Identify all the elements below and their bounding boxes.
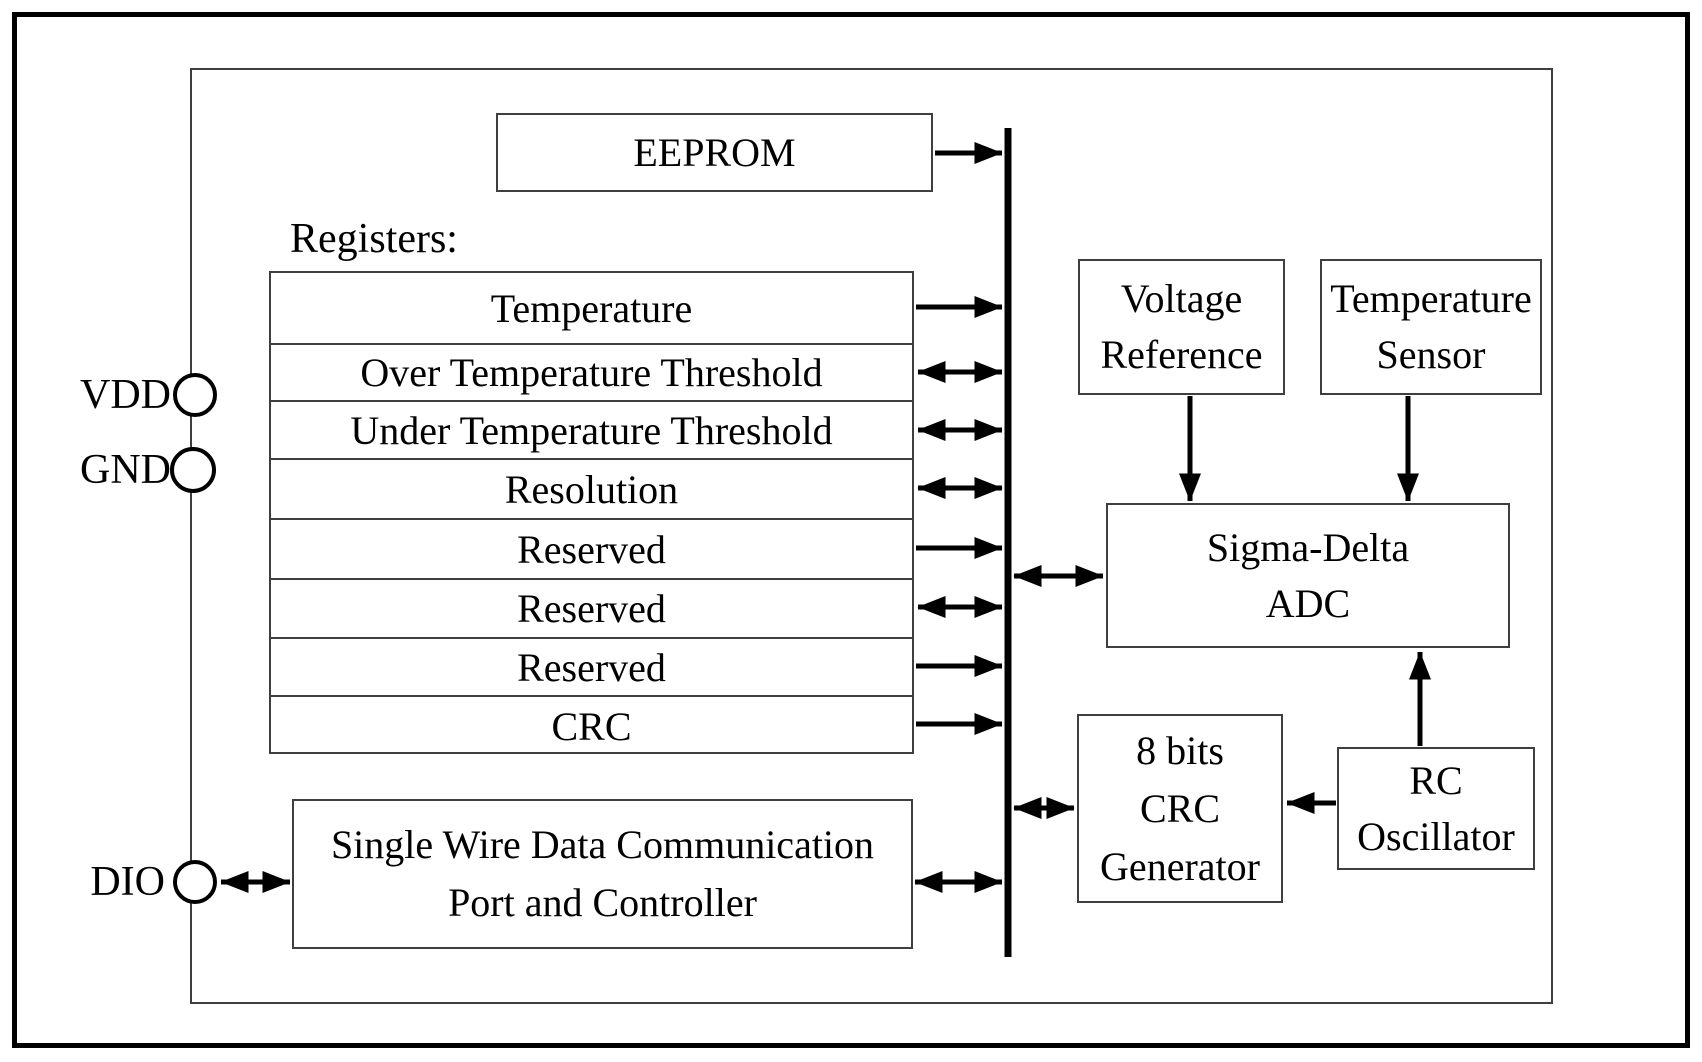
adc-label-line2: ADC [1265, 580, 1351, 626]
voltage-reference-block: Voltage Reference [1078, 259, 1285, 395]
register-row-label: CRC [551, 704, 632, 749]
registers-table: Temperature Over Temperature Threshold U… [269, 271, 914, 754]
temperature-sensor-block: Temperature Sensor [1320, 259, 1542, 395]
register-row-label: Reserved [517, 644, 666, 690]
single-wire-port-label-line1: Single Wire Data Communication [330, 822, 875, 867]
registers-heading: Registers: [290, 216, 458, 262]
rc-oscillator-block: RC Oscillator [1337, 747, 1535, 870]
register-row-label: Reserved [517, 526, 666, 572]
pin-circle-gnd [170, 447, 216, 493]
register-row-label: Temperature [490, 285, 693, 331]
register-row-resolution: Resolution [271, 460, 912, 520]
register-row-reserved-1: Reserved [271, 520, 912, 580]
crc-generator-block: 8 bits CRC Generator [1077, 714, 1283, 903]
eeprom-label: EEPROM [633, 129, 796, 175]
single-wire-port-label-line2: Port and Controller [448, 880, 757, 925]
pin-circle-dio [173, 860, 217, 904]
crc-generator-label-line2: CRC [1139, 785, 1221, 831]
register-row-reserved-3: Reserved [271, 639, 912, 697]
register-row-under-temperature-threshold: Under Temperature Threshold [271, 402, 912, 460]
temperature-sensor-label-line1: Temperature [1330, 276, 1532, 321]
rc-oscillator-label-line1: RC [1409, 757, 1463, 803]
figure-outer-border [12, 12, 1690, 1048]
register-row-label: Resolution [504, 466, 679, 512]
register-row-label: Reserved [517, 586, 666, 631]
pin-circle-vdd [173, 373, 217, 417]
crc-generator-label-line1: 8 bits [1136, 727, 1224, 773]
pin-label-gnd: GND [80, 447, 171, 493]
temperature-sensor-label-line2: Sensor [1376, 332, 1486, 377]
register-row-reserved-2: Reserved [271, 580, 912, 639]
rc-oscillator-label-line2: Oscillator [1357, 813, 1515, 859]
adc-label-line1: Sigma-Delta [1206, 524, 1410, 570]
sigma-delta-adc-block: Sigma-Delta ADC [1106, 503, 1510, 648]
register-row-label: Over Temperature Threshold [360, 350, 823, 395]
voltage-reference-label-line2: Reference [1100, 332, 1263, 377]
single-wire-port-block: Single Wire Data Communication Port and … [292, 799, 913, 949]
register-row-temperature: Temperature [271, 273, 912, 345]
register-row-crc: CRC [271, 697, 912, 756]
crc-generator-label-line3: Generator [1100, 843, 1260, 889]
register-row-over-temperature-threshold: Over Temperature Threshold [271, 345, 912, 402]
pin-label-vdd: VDD [80, 372, 171, 418]
eeprom-block: EEPROM [496, 113, 933, 192]
register-row-label: Under Temperature Threshold [350, 407, 833, 453]
pin-label-dio: DIO [90, 859, 165, 905]
voltage-reference-label-line1: Voltage [1120, 276, 1243, 321]
